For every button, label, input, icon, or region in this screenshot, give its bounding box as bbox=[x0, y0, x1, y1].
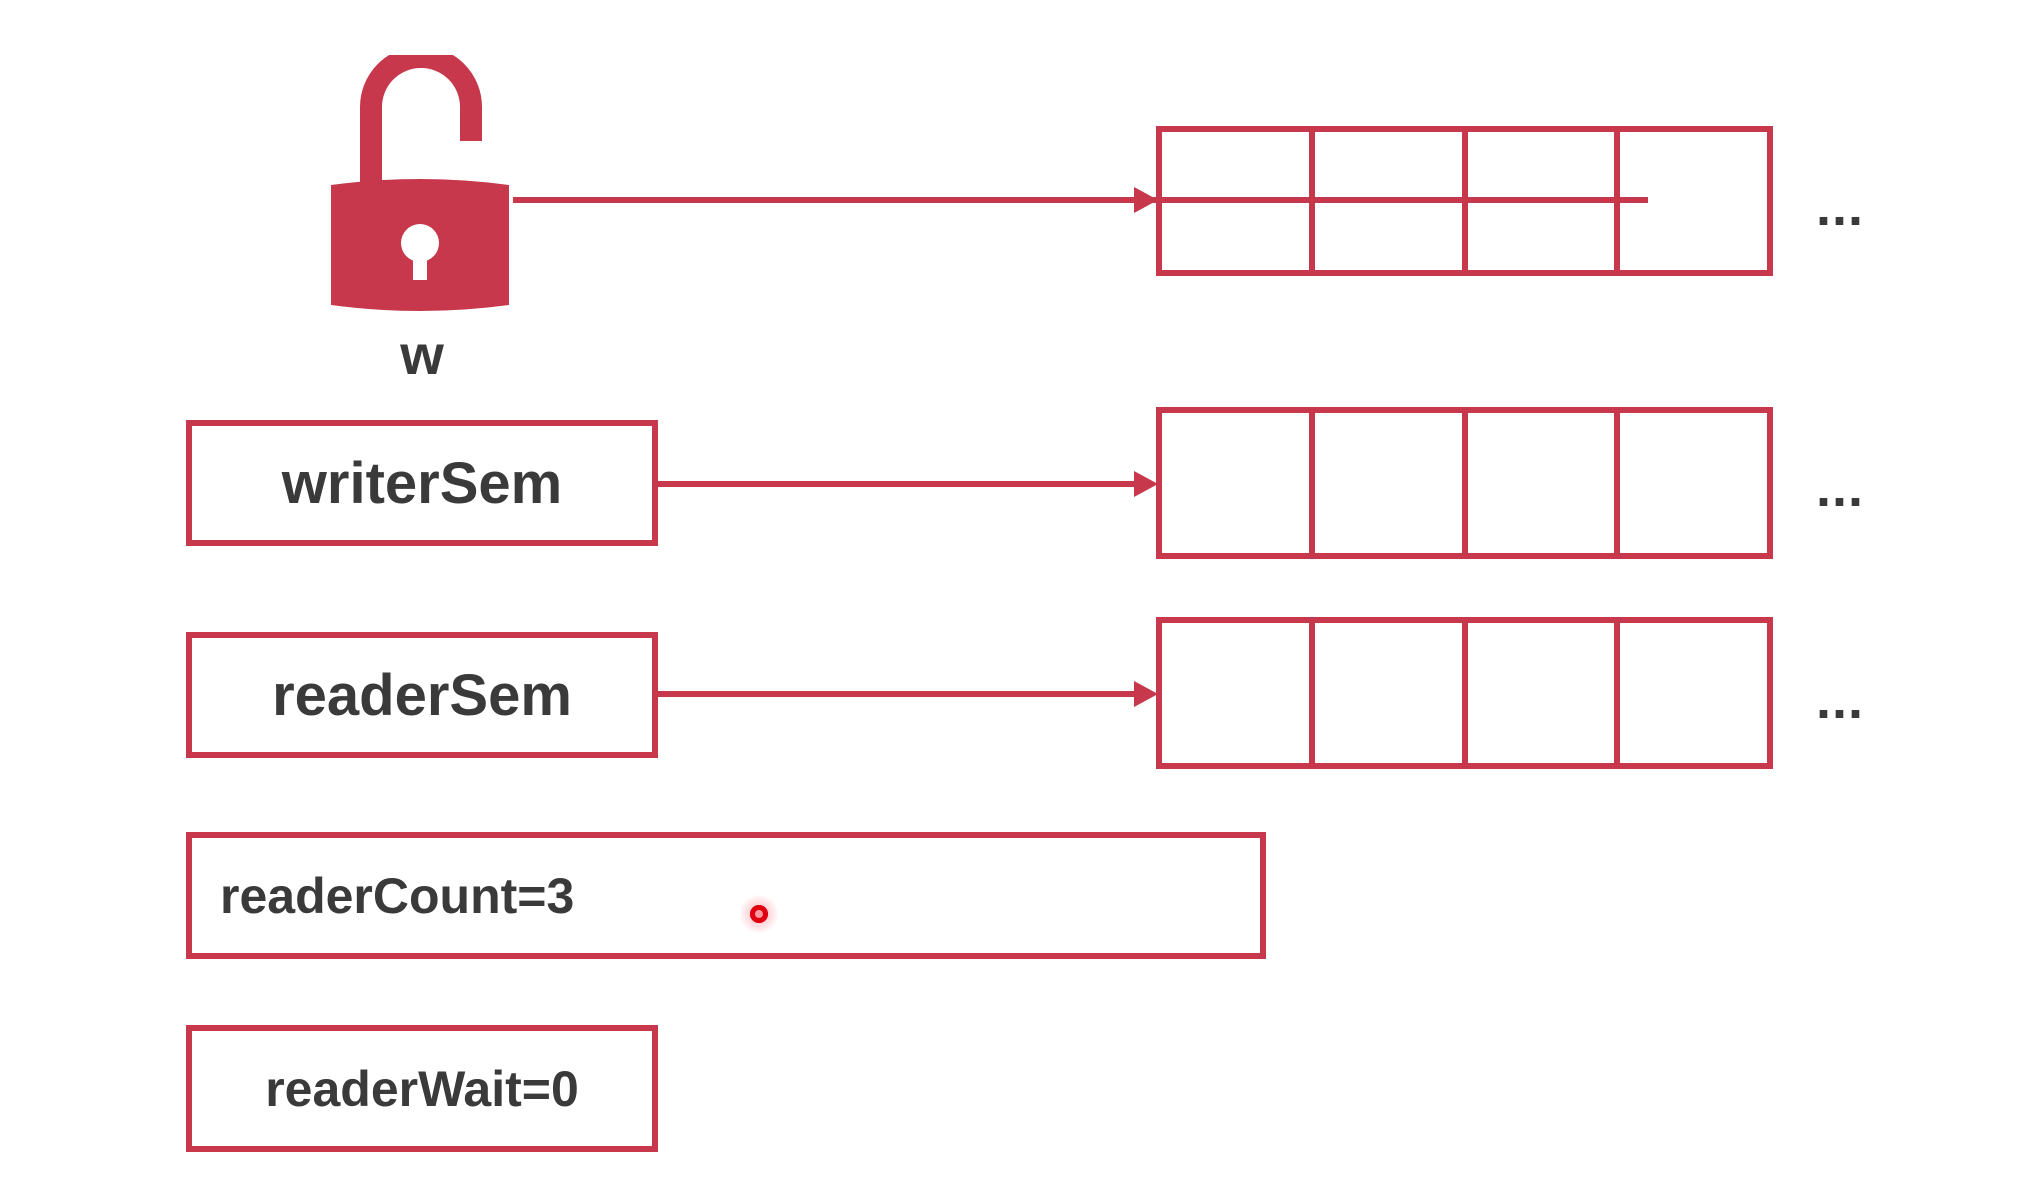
writer-sem-box: writerSem bbox=[186, 420, 658, 546]
unlocked-padlock-icon bbox=[325, 46, 515, 330]
lock-queue-ellipsis: ... bbox=[1816, 177, 1865, 237]
writer-waiter-queue bbox=[1156, 407, 1773, 559]
lock-to-queue-connector bbox=[513, 197, 1648, 203]
reader-sem-box: readerSem bbox=[186, 632, 658, 758]
queue-slot bbox=[1315, 623, 1468, 763]
queue-slot bbox=[1620, 413, 1767, 553]
lock-label: w bbox=[400, 323, 444, 386]
reader-sem-arrowhead bbox=[1134, 681, 1158, 707]
queue-slot bbox=[1315, 132, 1468, 270]
queue-slot bbox=[1162, 623, 1315, 763]
queue-slot bbox=[1162, 132, 1315, 270]
pointer-cursor-icon bbox=[740, 895, 778, 933]
writer-sem-connector bbox=[658, 481, 1138, 487]
reader-wait-box: readerWait=0 bbox=[186, 1025, 658, 1152]
reader-waiter-queue bbox=[1156, 617, 1773, 769]
reader-sem-connector bbox=[658, 691, 1138, 697]
lock-queue-arrowhead bbox=[1134, 187, 1158, 213]
queue-slot bbox=[1468, 623, 1621, 763]
reader-count-label: readerCount=3 bbox=[220, 867, 575, 924]
queue-slot bbox=[1162, 413, 1315, 553]
writer-sem-label: writerSem bbox=[281, 450, 563, 516]
reader-queue-ellipsis: ... bbox=[1816, 670, 1865, 730]
queue-slot bbox=[1468, 413, 1621, 553]
reader-sem-label: readerSem bbox=[272, 662, 572, 728]
queue-slot bbox=[1468, 132, 1621, 270]
lock-waiter-queue bbox=[1156, 126, 1773, 276]
reader-count-box: readerCount=3 bbox=[186, 832, 1266, 959]
reader-wait-label: readerWait=0 bbox=[265, 1060, 579, 1117]
writer-queue-ellipsis: ... bbox=[1816, 458, 1865, 518]
queue-slot bbox=[1620, 132, 1767, 270]
queue-slot bbox=[1620, 623, 1767, 763]
queue-slot bbox=[1315, 413, 1468, 553]
writer-sem-arrowhead bbox=[1134, 471, 1158, 497]
